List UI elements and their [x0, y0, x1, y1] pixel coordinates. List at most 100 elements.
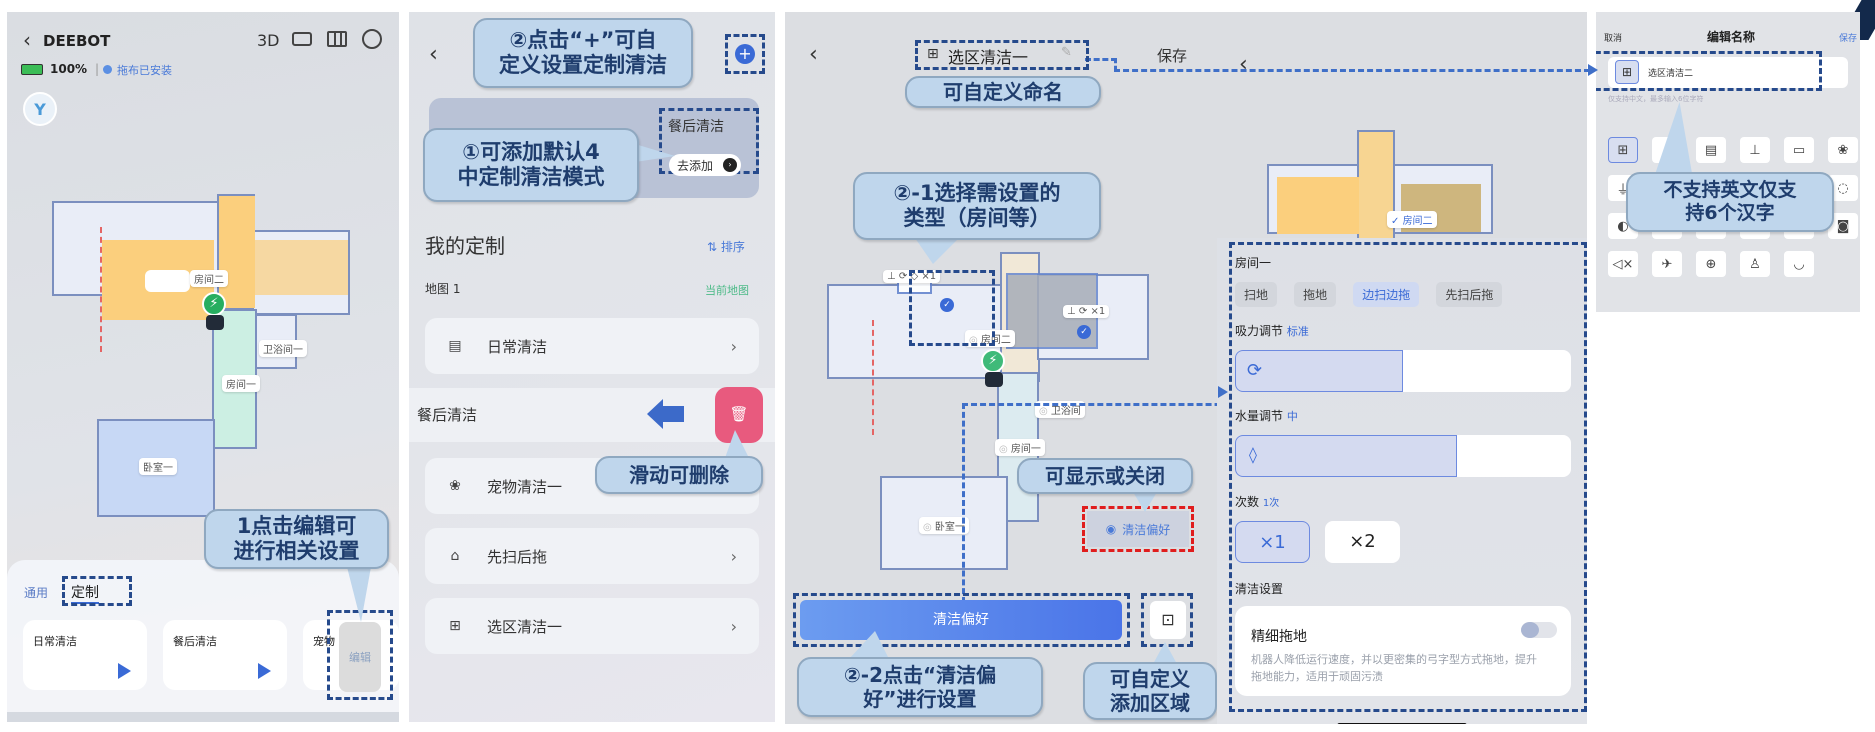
room-label[interactable]: ◎ 卧室一 [919, 517, 969, 534]
callout-default: ①可添加默认4 中定制清洁模式 [423, 128, 639, 202]
count-option-selected[interactable]: ×1 [1235, 521, 1310, 563]
room-label[interactable]: ◎ 房间二 [965, 330, 1015, 347]
preference-visibility-toggle[interactable]: ◉清洁偏好 [1087, 511, 1189, 547]
chevron-right-icon: › [730, 546, 737, 566]
area-icon[interactable]: ⊞ [1608, 137, 1638, 163]
gamepad-icon[interactable]: ⊕ [1696, 251, 1726, 277]
bathtub-icon[interactable]: ◡ [1784, 251, 1814, 277]
room-label[interactable]: ✓ 房间二 [1387, 211, 1437, 228]
play-icon[interactable] [118, 663, 131, 679]
home-icon[interactable]: ⌂ [1652, 137, 1682, 163]
water-drop-icon: ◊ [1249, 445, 1257, 464]
list-item-label: 餐后清洁 [417, 406, 478, 424]
callout-add-area: 可自定义 添加区域 [1083, 662, 1217, 720]
callout-edit: 1点击编辑可 进行相关设置 [204, 509, 389, 569]
count-option[interactable]: ×2 [1325, 521, 1400, 563]
eye-icon: ◉ [1105, 522, 1117, 536]
paw-icon: ❀ [449, 478, 461, 494]
save-button[interactable]: 保存 [1839, 34, 1858, 44]
swipe-left-arrow [647, 399, 684, 429]
input-hint: 仅支持中文，最多输入6位字符 [1608, 95, 1704, 103]
mode-chip[interactable]: 先扫后拖 [1436, 282, 1503, 307]
back-icon[interactable]: ‹ [809, 42, 818, 67]
area-icon: ⊞ [927, 46, 939, 62]
area-clean-screen: ‹ ⊞ 选区清洁一 ✎ 保存 可自定义命名 ②-1选择需设置的 类型（房间等） … [785, 12, 1217, 724]
back-icon[interactable]: ‹ [1239, 52, 1248, 77]
name-input[interactable]: ⊞ 选区清洁二 [1608, 57, 1848, 88]
add-button[interactable]: + [735, 44, 755, 64]
daily-clean-icon: ▤ [448, 338, 462, 354]
mode-card[interactable]: 餐后清洁 [163, 620, 287, 690]
connector-line [1114, 58, 1117, 71]
callout-preference: ②-2点击“清洁偏 好”进行设置 [797, 657, 1043, 717]
room-setting-badge[interactable]: ⊥ ⟳ ×1 [1063, 305, 1110, 318]
area-icon: ⊞ [449, 618, 461, 634]
suction-slider[interactable]: ⟳ [1235, 350, 1571, 392]
room-label[interactable]: 卫浴间一 [259, 340, 307, 357]
suction-label: 吸力调节 标准 [1235, 324, 1309, 338]
broom-icon[interactable]: ⊥ [1740, 137, 1770, 163]
callout-tail [347, 567, 371, 622]
3d-button[interactable]: 3D [257, 31, 280, 50]
list-item-label: 宠物清洁一 [487, 477, 563, 496]
back-icon[interactable]: ‹ [23, 28, 31, 52]
suction-slider-fill [1235, 350, 1403, 392]
cleaning-preference-button[interactable]: 清洁偏好 [800, 600, 1122, 640]
list-item[interactable]: ⌂ 先扫后拖 › [425, 528, 759, 584]
area-icon: ⊞ [1615, 60, 1639, 84]
list-item[interactable]: ⊞ 选区清洁一 › [425, 598, 759, 654]
list-item[interactable]: ▤ 日常清洁 › [425, 318, 759, 374]
add-area-button[interactable]: ⊡ [1150, 601, 1186, 639]
water-slider[interactable]: ◊ [1235, 435, 1571, 477]
kitchen-icon[interactable]: ▤ [1696, 137, 1726, 163]
connector-arrow [1218, 386, 1228, 398]
people-icon[interactable]: ♙ [1740, 251, 1770, 277]
fine-mop-card: 精细拖地 机器人降低运行速度，并以更密集的弓字型方式拖地，提升拖地能力，适用于顽… [1235, 606, 1571, 696]
settings-icon[interactable] [362, 29, 382, 49]
go-add-button[interactable]: 去添加 › [669, 154, 741, 176]
room-label[interactable]: 房间一 [222, 375, 260, 392]
mode-chip[interactable]: 拖地 [1294, 282, 1337, 307]
pencil-icon[interactable]: ✎ [1061, 45, 1072, 60]
edit-name-dialog: 取消 编辑名称 保存 ⊞ 选区清洁二 仅支持中文，最多输入6位字符 ⊞⌂▤⊥▭❀… [1596, 12, 1860, 312]
robot-icon [985, 372, 1003, 387]
robot-mode-icon[interactable]: Y [23, 92, 57, 126]
sort-label: 排序 [720, 240, 745, 254]
room-label[interactable]: ◎ 房间一 [995, 439, 1045, 456]
callout-toggle: 可显示或关闭 [1017, 458, 1193, 494]
save-button[interactable]: 保存 [1157, 47, 1188, 65]
charging-dock-icon: ⚡ [981, 349, 1005, 373]
robot-icon [206, 315, 224, 330]
callout-add: ②点击“+”可自 定义设置定制清洁 [473, 18, 693, 88]
callout-type: ②-1选择需设置的 类型（房间等） [853, 172, 1101, 240]
virtual-wall [100, 227, 102, 352]
play-icon[interactable] [258, 663, 271, 679]
mode-chip-selected[interactable]: 边扫边拖 [1353, 282, 1420, 307]
mode-card-label: 日常清洁 [33, 635, 77, 648]
mode-card-label: 餐后清洁 [173, 635, 217, 648]
map-icon[interactable] [327, 31, 347, 47]
banner-title: 餐后清洁 [668, 119, 724, 135]
count-value: 1次 [1262, 498, 1280, 509]
paw-icon[interactable]: ❀ [1828, 137, 1858, 163]
connector-arrow [1588, 64, 1598, 76]
bed-icon[interactable]: ▭ [1784, 137, 1814, 163]
mode-chip[interactable]: 扫地 [1235, 282, 1278, 307]
room-label[interactable]: 卧室一 [139, 458, 177, 475]
tab-general[interactable]: 通用 [24, 586, 49, 600]
camera-icon[interactable] [292, 32, 312, 46]
airplane-icon[interactable]: ✈ [1652, 251, 1682, 277]
room-label[interactable]: 房间二 [190, 270, 228, 287]
fan-icon: ⟳ [1247, 360, 1263, 381]
cancel-button[interactable]: 取消 [1604, 34, 1623, 44]
mute-icon[interactable]: ◁× [1608, 251, 1638, 277]
edit-button[interactable]: 编辑 [339, 622, 381, 692]
mode-card[interactable]: 日常清洁 [23, 620, 147, 690]
sort-button[interactable]: ⇅ 排序 [707, 240, 745, 254]
list-item-label: 日常清洁 [487, 337, 548, 356]
fine-mop-toggle[interactable] [1521, 622, 1557, 638]
charging-dock-icon: ⚡ [202, 292, 226, 316]
sweep-icon: ⊥ ⟳ ◇ [887, 271, 922, 282]
back-icon[interactable]: ‹ [429, 42, 438, 67]
swiped-list-item[interactable]: 餐后清洁 [409, 388, 775, 442]
